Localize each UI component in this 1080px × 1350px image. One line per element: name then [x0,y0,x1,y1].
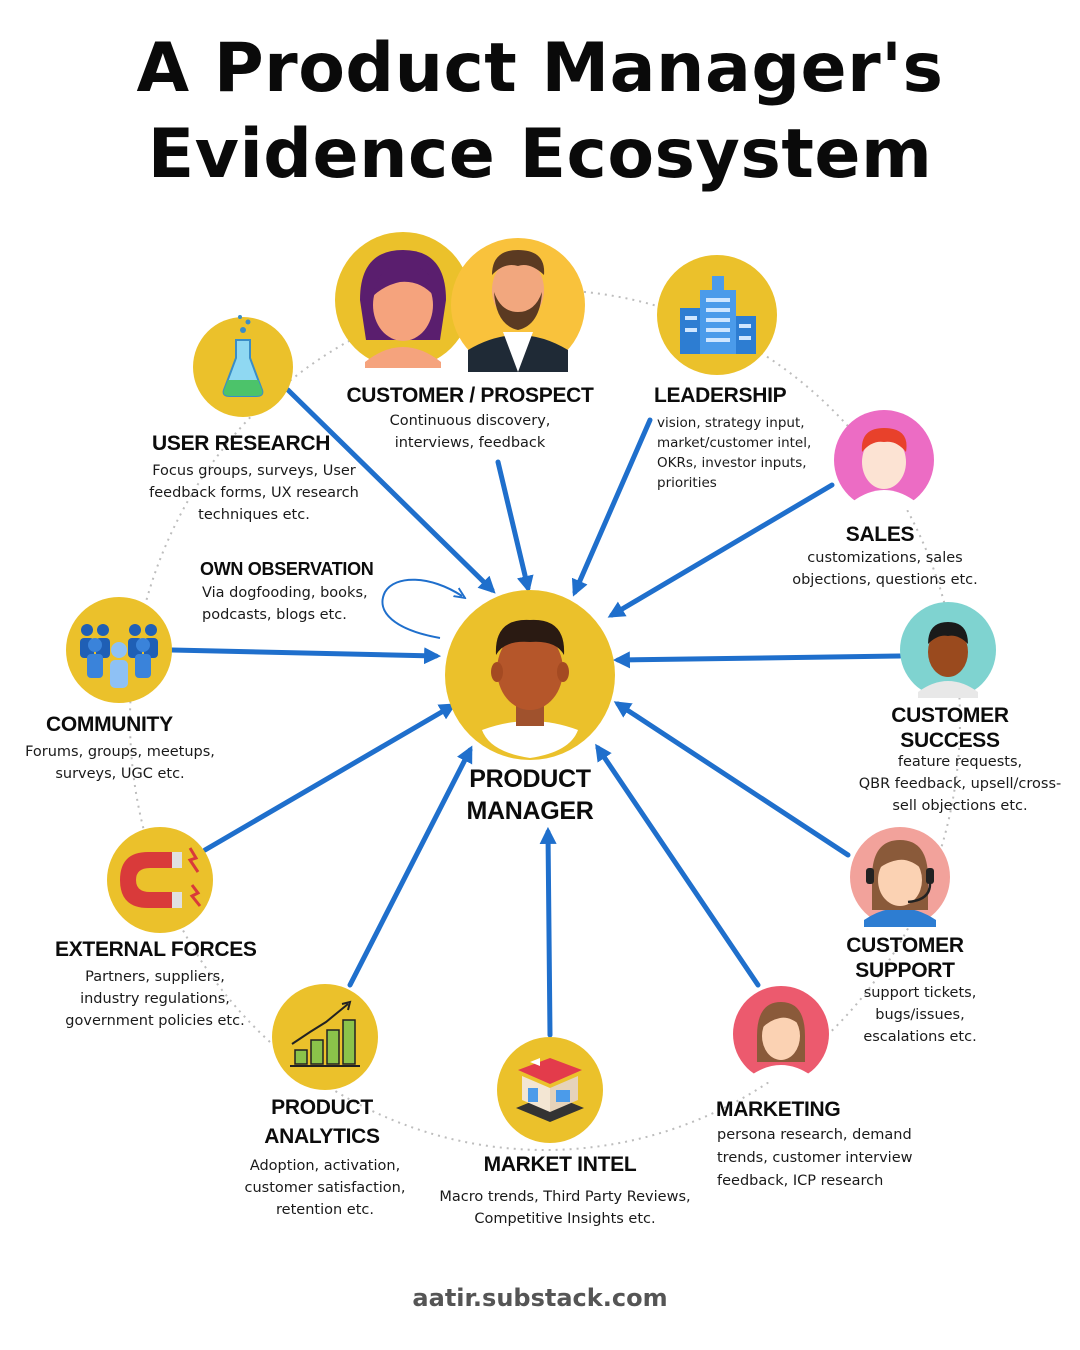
arrow-leadership [571,417,653,597]
magnet-icon [107,827,213,933]
customer-prospect-label: CUSTOMER / PROSPECT [346,384,594,407]
sales-desc-2: objections, questions etc. [792,572,978,588]
marketing-person-avatar-icon [733,986,829,1082]
user-research-label: USER RESEARCH [152,432,331,455]
product-manager-avatar-icon [445,590,615,760]
arrow-market-intel [539,826,557,1038]
market-intel-desc-1: Macro trends, Third Party Reviews, [439,1189,691,1205]
product-analytics-label-2: ANALYTICS [264,1125,380,1148]
customer-success-label-2: SUCCESS [900,729,1000,752]
leadership-label: LEADERSHIP [654,384,787,407]
arrow-community [169,647,442,665]
marketing-desc-3: feedback, ICP research [717,1173,884,1189]
product-analytics-desc-2: customer satisfaction, [244,1180,406,1196]
center-label-line-1: PRODUCT [469,765,591,793]
external-forces-desc-3: government policies etc. [65,1013,245,1029]
customer-prospect-desc-2: interviews, feedback [394,435,546,451]
community-desc-2: surveys, UGC etc. [55,766,185,782]
external-forces-desc-1: Partners, suppliers, [85,969,225,985]
storefront-icon [497,1037,603,1143]
leadership-desc-2: market/customer intel, [657,435,812,451]
arrow-customer-support [613,701,851,858]
product-analytics-desc-1: Adoption, activation, [249,1158,401,1174]
product-analytics-desc-3: retention etc. [276,1202,374,1218]
arrow-product-analytics [347,745,473,988]
customer-support-desc-3: escalations etc. [863,1029,977,1045]
customer-prospect-desc-1: Continuous discovery, [389,413,551,429]
footer-url[interactable]: aatir.substack.com [412,1284,668,1312]
customer-success-desc-1: feature requests, [897,754,1023,770]
arrow-customer-success [612,651,903,669]
sales-label: SALES [845,523,915,546]
leadership-desc-4: priorities [657,475,717,491]
user-research-desc-2: feedback forms, UX research [149,485,359,501]
user-research-desc-3: techniques etc. [198,507,310,523]
own-observation-desc-1: Via dogfooding, books, [202,585,368,601]
customer-success-label-1: CUSTOMER [891,704,1009,727]
marketing-label: MARKETING [716,1098,841,1121]
customer-support-label-1: CUSTOMER [846,934,964,957]
crowd-icon [66,597,172,703]
growth-chart-icon [272,984,378,1090]
marketing-desc-1: persona research, demand [717,1127,912,1143]
community-label: COMMUNITY [46,713,173,736]
center-label-line-2: MANAGER [466,797,594,825]
user-research-desc-1: Focus groups, surveys, User [152,463,356,479]
marketing-desc-2: trends, customer interview [717,1150,913,1166]
sales-desc-1: customizations, sales [807,550,963,566]
sales-person-avatar-icon [834,410,934,510]
ecosystem-ring [129,289,961,1151]
title-line-1: A Product Manager's [136,29,944,108]
product-analytics-label-1: PRODUCT [271,1096,373,1119]
customer-prospect-avatars-icon [335,232,585,372]
customer-support-desc-1: support tickets, [863,985,977,1001]
own-observation-desc-2: podcasts, blogs etc. [202,607,347,623]
market-intel-label: MARKET INTEL [483,1153,637,1176]
customer-success-desc-2: QBR feedback, upsell/cross- [858,776,1062,792]
arrow-user-research [285,387,496,594]
customer-support-label-2: SUPPORT [855,959,955,982]
customer-success-avatar-icon [900,602,996,698]
flask-icon [193,315,293,417]
headset-agent-avatar-icon [850,827,950,927]
customer-success-desc-3: sell objections etc. [892,798,1028,814]
arrow-external-forces [202,703,457,853]
own-observation-label: OWN OBSERVATION [200,559,374,579]
office-building-icon [657,255,777,375]
customer-support-desc-2: bugs/issues, [875,1007,965,1023]
arrow-sales [607,482,835,618]
title-line-2: Evidence Ecosystem [147,115,933,194]
leadership-desc-3: OKRs, investor inputs, [657,455,807,471]
external-forces-desc-2: industry regulations, [80,991,230,1007]
arrow-marketing [595,743,761,988]
arrow-customer-prospect [495,459,534,593]
leadership-desc-1: vision, strategy input, [657,415,805,431]
external-forces-label: EXTERNAL FORCES [55,938,257,961]
community-desc-1: Forums, groups, meetups, [25,744,215,760]
market-intel-desc-2: Competitive Insights etc. [474,1211,656,1227]
own-observation-loop-arrow [381,578,462,639]
